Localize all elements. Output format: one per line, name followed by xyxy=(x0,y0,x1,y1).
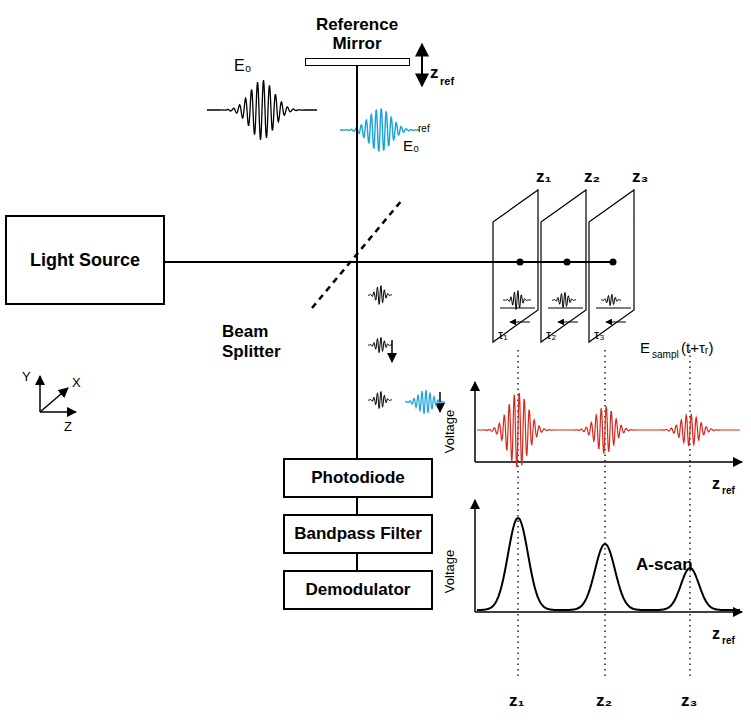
box-label: Bandpass Filter xyxy=(294,524,422,544)
field-label: E xyxy=(640,340,650,355)
subscript: ref xyxy=(440,76,454,87)
superscript: ref xyxy=(418,124,430,134)
delay-label: τ₃ xyxy=(594,328,604,341)
connector xyxy=(356,554,358,570)
box-label: Light Source xyxy=(30,250,140,271)
axis-label: X xyxy=(72,376,81,389)
axis-label: Y xyxy=(22,370,31,383)
chart-axis-label: z xyxy=(712,476,720,492)
plane-dots xyxy=(517,259,617,266)
axes xyxy=(40,376,76,412)
wave-packets xyxy=(207,80,740,610)
subscript: ref xyxy=(722,636,735,646)
sample-beam xyxy=(165,261,615,263)
chart-axis-label: Voltage xyxy=(443,410,456,453)
box-label: Demodulator xyxy=(306,580,411,600)
box-label: Photodiode xyxy=(311,468,404,488)
process-box: Photodiode xyxy=(283,458,433,498)
position-label: z₂ xyxy=(596,692,612,709)
delay-markers xyxy=(500,308,631,322)
field-label: E₀ xyxy=(403,138,419,153)
plane-label: z₁ xyxy=(536,168,552,185)
sample-planes xyxy=(493,190,634,342)
process-box: Demodulator xyxy=(283,570,433,610)
position-label: z₁ xyxy=(509,692,525,709)
scan-variable: z xyxy=(430,64,439,81)
field-label: E₀ xyxy=(234,58,251,74)
mirror-label: Reference Mirror xyxy=(300,15,415,54)
process-box: Bandpass Filter xyxy=(283,514,433,554)
axis-label: Z xyxy=(64,420,72,433)
chart-title: A-scan xyxy=(636,556,693,573)
reference-mirror: Reference Mirror xyxy=(300,15,415,66)
subscript: sampl xyxy=(652,350,679,360)
mirror-plate xyxy=(305,58,410,66)
plane-label: z₃ xyxy=(632,168,648,185)
chart-axes xyxy=(475,382,742,612)
delay-label: τ₂ xyxy=(546,328,556,341)
chart-axis-label: Voltage xyxy=(443,550,456,593)
plane-label: z₂ xyxy=(584,168,600,185)
position-label: z₃ xyxy=(681,692,697,709)
guide-lines xyxy=(518,350,690,680)
splitter-label: Beam Splitter xyxy=(222,322,312,363)
field-label: (t+τᵣ) xyxy=(681,340,713,355)
delay-label: τ₁ xyxy=(498,328,508,341)
chart-axis-label: z xyxy=(712,626,720,642)
process-box: Light Source xyxy=(5,215,165,305)
subscript: ref xyxy=(722,486,735,496)
connector xyxy=(356,498,358,514)
scan-arrow xyxy=(421,44,423,86)
connector xyxy=(356,66,358,458)
